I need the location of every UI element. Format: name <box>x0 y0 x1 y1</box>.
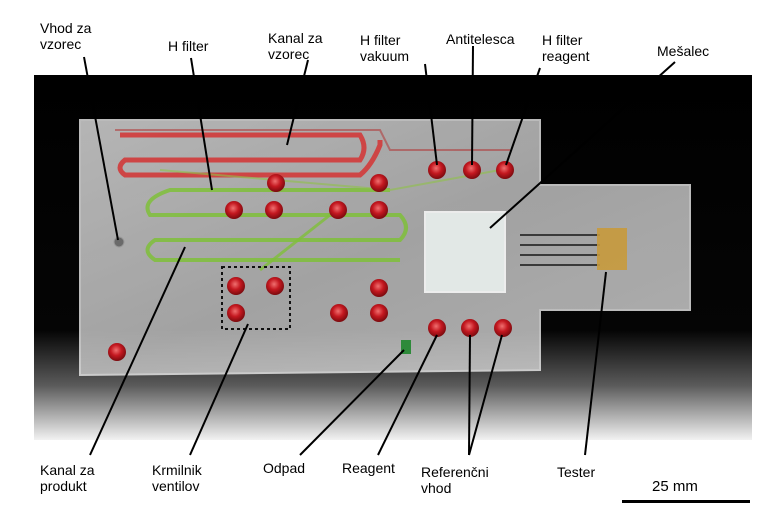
port <box>428 319 446 337</box>
tester-electrode <box>597 228 627 270</box>
port <box>108 343 126 361</box>
port <box>267 174 285 192</box>
port <box>330 304 348 322</box>
scale-bar-label: 25 mm <box>652 478 698 495</box>
port <box>227 304 245 322</box>
port <box>461 319 479 337</box>
port <box>370 201 388 219</box>
h-filter-channel <box>159 169 501 192</box>
port <box>225 201 243 219</box>
port <box>329 201 347 219</box>
leader-lines <box>83 45 676 456</box>
sample-inlet <box>113 236 125 248</box>
valve-controller-box <box>221 266 291 330</box>
label-sample-inlet: Vhod za vzorec <box>40 20 92 52</box>
label-tester: Tester <box>557 464 596 480</box>
scale-bar <box>622 500 750 503</box>
port <box>496 161 514 179</box>
ports <box>108 161 514 361</box>
port <box>463 161 481 179</box>
label-reagent: Reagent <box>342 460 395 476</box>
label-sample-channel: Kanal za vzorec <box>268 30 323 62</box>
label-h-filter-reagent: H filter reagent <box>542 32 590 64</box>
product-channel <box>145 188 408 262</box>
sample-channel-upper <box>115 129 510 151</box>
port <box>428 161 446 179</box>
sample-channel <box>117 132 383 178</box>
port <box>370 279 388 297</box>
waste-channel <box>259 213 331 272</box>
label-waste: Odpad <box>263 460 306 476</box>
label-product-channel: Kanal za produkt <box>40 462 95 494</box>
port <box>494 319 512 337</box>
label-antibodies: Antitelesca <box>446 31 515 47</box>
port <box>227 277 245 295</box>
port <box>265 201 283 219</box>
label-valve-controller: Krmilnik ventilov <box>152 462 202 494</box>
label-h-filter: H filter <box>168 38 209 54</box>
port <box>266 277 284 295</box>
label-mixer: Mešalec <box>657 43 710 59</box>
tester-leads <box>520 234 600 266</box>
port <box>370 304 388 322</box>
label-h-filter-vacuum: H filter vakuum <box>360 32 410 64</box>
label-reference-inlet: Referenčni vhod <box>421 464 489 496</box>
port <box>370 174 388 192</box>
waste-outlet <box>401 340 411 354</box>
